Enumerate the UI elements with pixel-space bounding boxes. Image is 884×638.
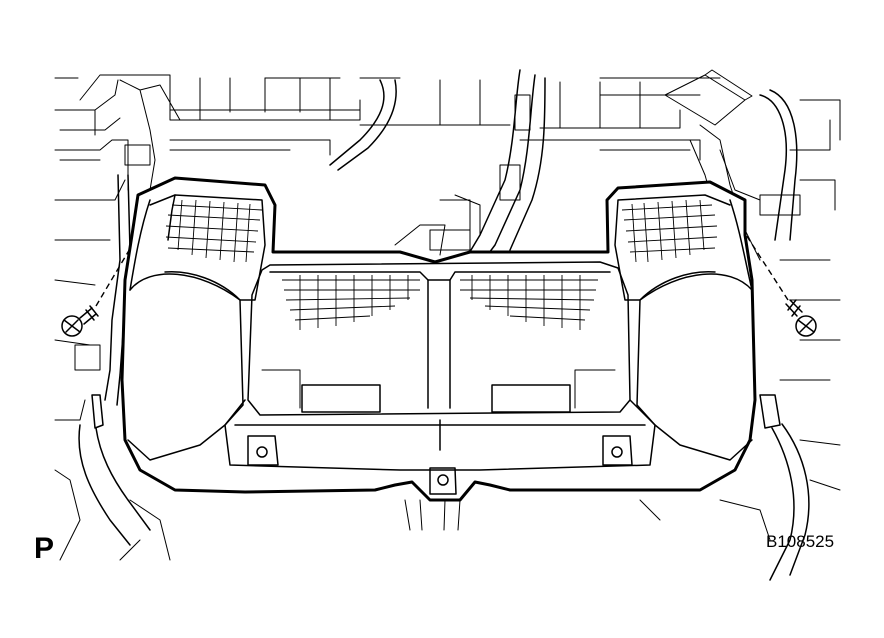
air-duct-cover	[120, 176, 757, 502]
clip-right	[602, 435, 633, 466]
clip-center	[429, 467, 457, 495]
clip-left	[247, 435, 279, 466]
figure-code: B108525	[766, 532, 835, 551]
screw-left-guide	[95, 214, 151, 307]
surface-hatching	[165, 199, 718, 330]
screw-right	[785, 299, 817, 337]
background-body-structure	[54, 69, 841, 581]
cover-details	[127, 194, 753, 495]
view-letter: P	[34, 532, 55, 565]
screw-right-guide	[729, 209, 789, 301]
screw-left	[61, 305, 99, 337]
